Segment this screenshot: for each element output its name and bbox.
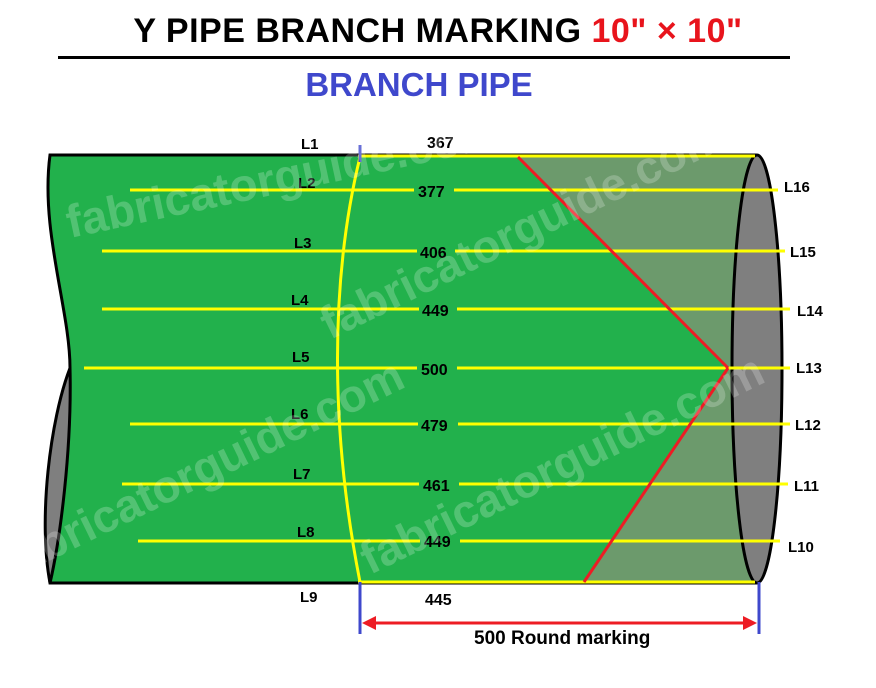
measurement-l9: 445 [425,592,452,609]
measurement-l4: 449 [422,303,449,320]
measurement-l8: 449 [424,534,451,551]
cut-line-upper [516,155,730,370]
left-label-l9: L9 [300,589,318,606]
right-label-l11: L11 [794,478,819,495]
measurement-l3: 406 [420,245,447,262]
right-label-l10: L10 [788,539,814,556]
right-label-l15: L15 [790,244,816,261]
measurement-l6: 479 [421,418,448,435]
measurement-l2: 377 [418,184,445,201]
right-label-l12: L12 [795,417,821,434]
subtitle: BRANCH PIPE [305,66,533,103]
reference-curve [336,156,362,583]
left-label-l4: L4 [291,292,309,309]
left-label-l5: L5 [292,349,310,366]
diagram-title: Y PIPE BRANCH MARKING 10" × 10" [0,12,876,51]
right-label-l16: L16 [784,179,810,196]
left-label-l6: L6 [291,406,309,423]
measurement-l1: 367 [427,135,454,152]
measurement-l5: 500 [421,362,448,379]
left-label-l3: L3 [294,235,312,252]
right-label-l13: L13 [796,360,822,377]
pipe-left-end [43,367,72,584]
cut-line-lower [582,367,730,583]
measurement-l7: 461 [423,478,450,495]
left-label-l2: L2 [298,175,316,192]
title-size: 10" × 10" [591,12,743,50]
right-label-l14: L14 [797,303,824,320]
title-main: Y PIPE BRANCH MARKING [133,12,582,50]
cut-region [518,157,755,582]
dimension-arrowhead-left [362,616,376,630]
left-label-l8: L8 [297,524,315,541]
dimension-arrowhead-right [743,616,757,630]
left-label-l7: L7 [293,466,311,483]
dimension-label: 500 Round marking [474,628,650,649]
title-underline [58,56,790,59]
left-label-l1: L1 [301,136,319,153]
